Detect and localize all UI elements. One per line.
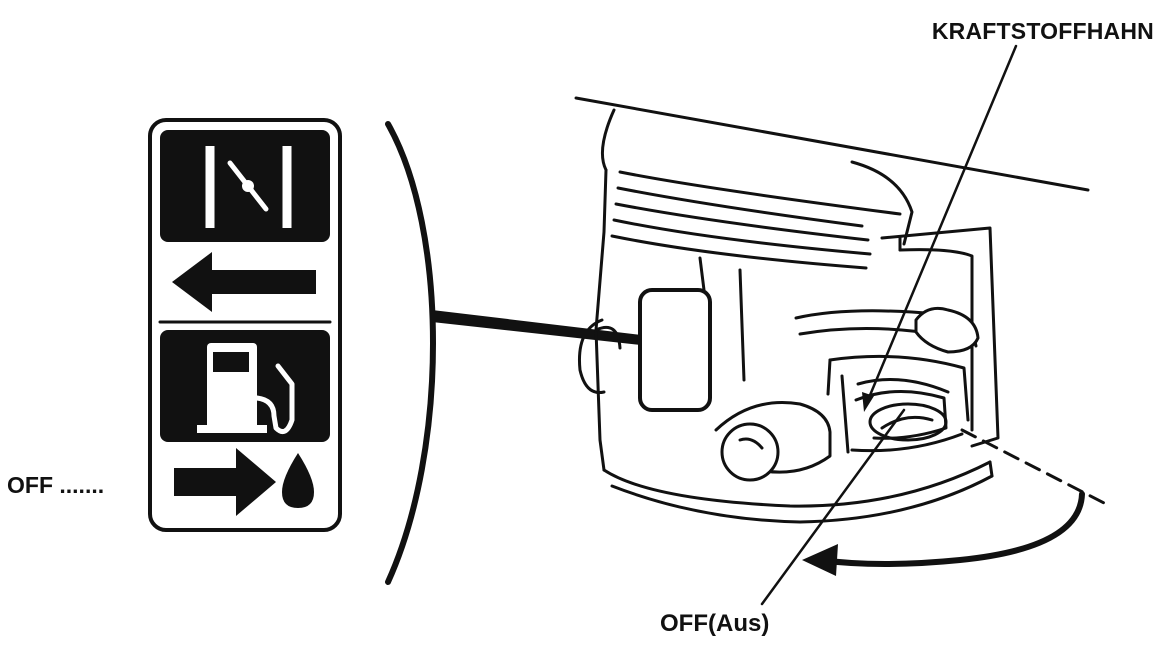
arrow-left-icon — [172, 252, 316, 312]
fuel-valve-label-panel — [148, 118, 342, 532]
zoom-bracket — [385, 121, 436, 585]
fuel-drop-icon — [282, 453, 314, 508]
choke-icon — [205, 146, 292, 228]
zoom-pointer — [432, 310, 650, 346]
off-position-label: OFF ....... — [7, 472, 105, 498]
arrow-right-icon — [174, 448, 276, 516]
leader-fuel-valve — [866, 44, 1018, 402]
rotation-arrow — [817, 491, 1085, 567]
rotation-arrowhead — [802, 544, 838, 576]
off-aus-label: OFF(Aus) — [660, 610, 770, 637]
fuel-pump-icon — [197, 343, 295, 435]
leader-off-aus — [760, 408, 906, 606]
fuel-valve-label: KRAFTSTOFFHAHN — [931, 18, 1154, 44]
engine-body — [574, 96, 1090, 524]
leader-fuel-valve-head — [862, 392, 874, 412]
